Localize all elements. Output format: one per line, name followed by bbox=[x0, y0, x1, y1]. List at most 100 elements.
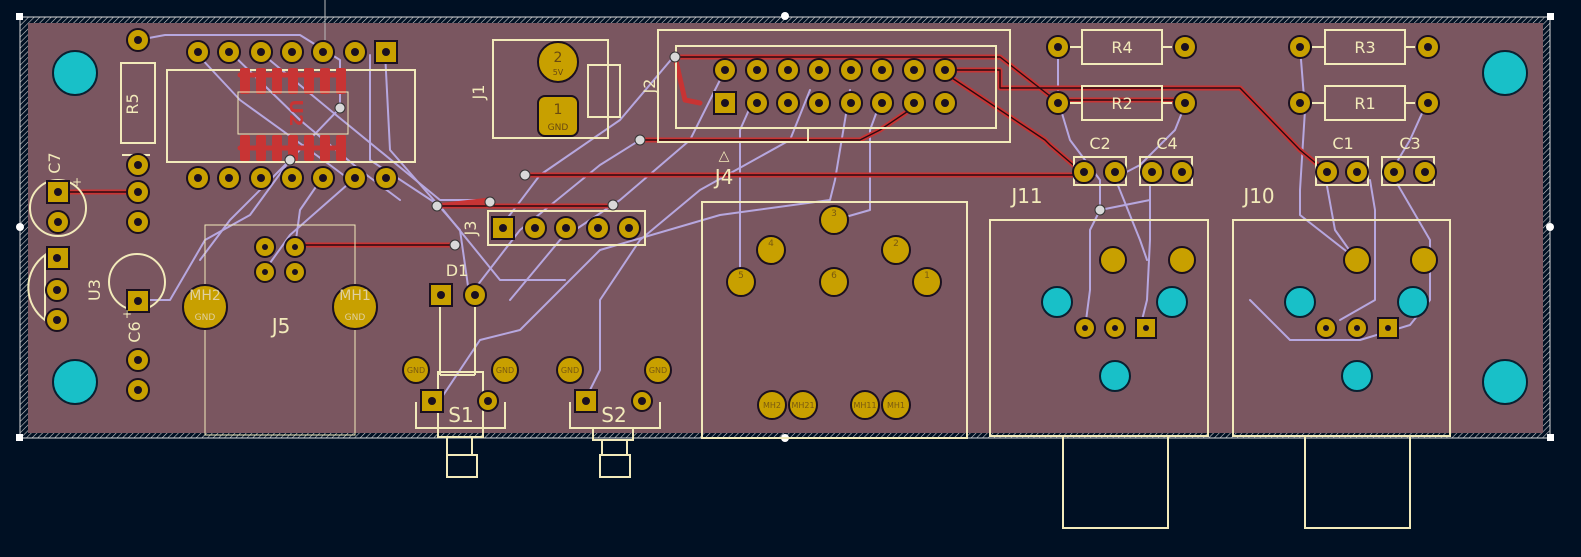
j1-latch bbox=[587, 64, 621, 118]
u2-top-pad[interactable] bbox=[336, 68, 346, 94]
j4-pin-6-pad[interactable] bbox=[819, 267, 849, 297]
vias[interactable] bbox=[284, 51, 1106, 251]
u2-top-pad[interactable] bbox=[304, 68, 314, 94]
j1-outline bbox=[492, 39, 609, 139]
j10-extension bbox=[1304, 435, 1411, 529]
j4-pin-4-pad[interactable] bbox=[756, 235, 786, 265]
j4-pin-5-pad[interactable] bbox=[726, 267, 756, 297]
j4-pin-3-pad[interactable] bbox=[819, 205, 849, 235]
s2-gnd-right-label: GND bbox=[649, 366, 667, 375]
mounting-hole-bottom-left[interactable] bbox=[52, 359, 98, 405]
jack-hole-j10-left[interactable] bbox=[1284, 286, 1316, 318]
mh1-pad[interactable] bbox=[332, 284, 378, 330]
c7-label: C7 bbox=[45, 152, 64, 173]
j1-pin2-label: 2 bbox=[554, 50, 563, 66]
j3-outline bbox=[487, 210, 646, 246]
c7-plus-label: + bbox=[72, 175, 82, 189]
mounting-holes[interactable] bbox=[52, 50, 1528, 405]
j10-pad[interactable] bbox=[1410, 246, 1438, 274]
s2-pad[interactable] bbox=[556, 356, 584, 384]
silkscreen-text: R5 C7 + U3 C6 + J1 J2 J3 J4 △ J5 J11 J10… bbox=[45, 38, 1421, 427]
j4-mh-pad[interactable] bbox=[881, 390, 911, 420]
s2-label: S2 bbox=[601, 403, 626, 427]
silkscreen-outlines bbox=[27, 29, 1451, 529]
s2-gnd-left-label: GND bbox=[561, 366, 579, 375]
r5-outline bbox=[120, 62, 156, 144]
j4-pin-2-pad[interactable] bbox=[881, 235, 911, 265]
d1-label: D1 bbox=[446, 261, 469, 280]
handle-right-mid[interactable] bbox=[1546, 223, 1554, 231]
j4-mh-pad[interactable] bbox=[850, 390, 880, 420]
j4-pin-1-label: 1 bbox=[924, 271, 930, 281]
s1-knob bbox=[446, 454, 478, 478]
j4-pin-2-label: 2 bbox=[893, 239, 899, 249]
j10-pad[interactable] bbox=[1343, 246, 1371, 274]
j11-pad[interactable] bbox=[1099, 246, 1127, 274]
u2-top-pad[interactable] bbox=[320, 68, 330, 94]
handle-bottom-right[interactable] bbox=[1547, 434, 1554, 441]
jack-hole-j10-bottom[interactable] bbox=[1341, 360, 1373, 392]
front-copper-traces bbox=[57, 54, 1333, 248]
j1-gnd-label: GND bbox=[548, 123, 569, 133]
r3-label: R3 bbox=[1354, 38, 1375, 57]
jack-hole-j11-left[interactable] bbox=[1041, 286, 1073, 318]
s2-pad[interactable] bbox=[644, 356, 672, 384]
via[interactable] bbox=[334, 102, 346, 114]
handle-top-left[interactable] bbox=[16, 13, 23, 20]
s1-pad[interactable] bbox=[402, 356, 430, 384]
handle-bottom-left[interactable] bbox=[16, 434, 23, 441]
j4-triangle-marker: △ bbox=[719, 148, 730, 164]
jack-hole-j10-right[interactable] bbox=[1397, 286, 1429, 318]
mounting-hole-top-left[interactable] bbox=[52, 50, 98, 96]
via[interactable] bbox=[284, 154, 296, 166]
c6-label: C6 bbox=[125, 321, 144, 342]
handle-left-mid[interactable] bbox=[16, 223, 24, 231]
u3-outline bbox=[27, 253, 46, 322]
u2-top-pad[interactable] bbox=[272, 68, 282, 94]
j1-5v-label: 5V bbox=[553, 68, 564, 77]
via[interactable] bbox=[431, 200, 443, 212]
j11-pad[interactable] bbox=[1168, 246, 1196, 274]
j4-pin-1-pad[interactable] bbox=[912, 267, 942, 297]
j4-mh-pad[interactable] bbox=[788, 390, 818, 420]
j1-pin-2-pad[interactable] bbox=[537, 41, 579, 83]
u2-bottom-pad[interactable] bbox=[304, 135, 314, 161]
u2-top-pad[interactable] bbox=[288, 68, 298, 94]
via[interactable] bbox=[519, 169, 531, 181]
j4-pin-5-label: 5 bbox=[738, 271, 744, 281]
mh2-gnd-label: GND bbox=[195, 313, 216, 323]
u2-body-outline bbox=[237, 91, 349, 135]
j4-mh-pad[interactable] bbox=[757, 390, 787, 420]
u2-bottom-pad[interactable] bbox=[320, 135, 330, 161]
via[interactable] bbox=[449, 239, 461, 251]
j4-pin-3-label: 3 bbox=[831, 209, 837, 219]
large-pads[interactable] bbox=[182, 41, 579, 330]
via[interactable] bbox=[634, 134, 646, 146]
s1-gnd-right-label: GND bbox=[496, 366, 514, 375]
mounting-hole-bottom-right[interactable] bbox=[1482, 359, 1528, 405]
via[interactable] bbox=[1094, 204, 1106, 216]
jack-hole-j11-bottom[interactable] bbox=[1099, 360, 1131, 392]
handle-top-right[interactable] bbox=[1547, 13, 1554, 20]
u2-bottom-pad[interactable] bbox=[336, 135, 346, 161]
via[interactable] bbox=[484, 196, 496, 208]
via[interactable] bbox=[607, 199, 619, 211]
u2-bottom-pad[interactable] bbox=[272, 135, 282, 161]
mh2-pad[interactable] bbox=[182, 284, 228, 330]
u2-bottom-pad[interactable] bbox=[288, 135, 298, 161]
pad-text: MH2 GND MH1 GND 2 5V 1 GND 3 4 2 5 6 1 M… bbox=[189, 50, 930, 410]
jack-hole-j11-right[interactable] bbox=[1156, 286, 1188, 318]
u2-top-pad[interactable] bbox=[240, 68, 250, 94]
u2-bottom-pad[interactable] bbox=[240, 135, 250, 161]
s1-pad[interactable] bbox=[491, 356, 519, 384]
u2-top-pad[interactable] bbox=[256, 68, 266, 94]
handle-top-mid[interactable] bbox=[781, 12, 789, 20]
mounting-hole-top-right[interactable] bbox=[1482, 50, 1528, 96]
via[interactable] bbox=[669, 51, 681, 63]
u2-bottom-pad[interactable] bbox=[256, 135, 266, 161]
c3-label: C3 bbox=[1399, 134, 1420, 153]
s2-knob bbox=[599, 454, 631, 478]
j1-pin-1-pad[interactable] bbox=[537, 95, 579, 137]
u2-smd-pads[interactable] bbox=[240, 68, 346, 161]
